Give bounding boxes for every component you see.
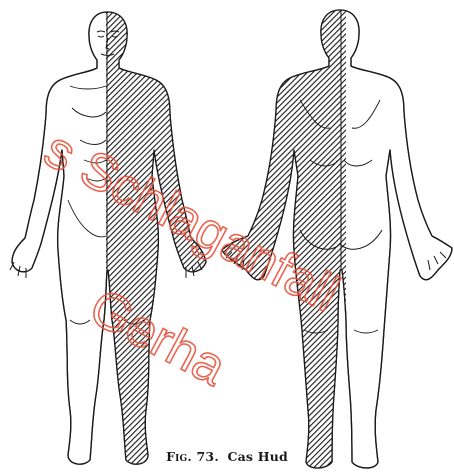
figure-label: Fig. 73. (166, 449, 219, 464)
front-figure (10, 12, 206, 464)
back-figure (222, 10, 452, 468)
figure-caption: Fig. 73. Cas Hud (0, 449, 454, 464)
figure-title: Cas Hud (227, 449, 287, 464)
